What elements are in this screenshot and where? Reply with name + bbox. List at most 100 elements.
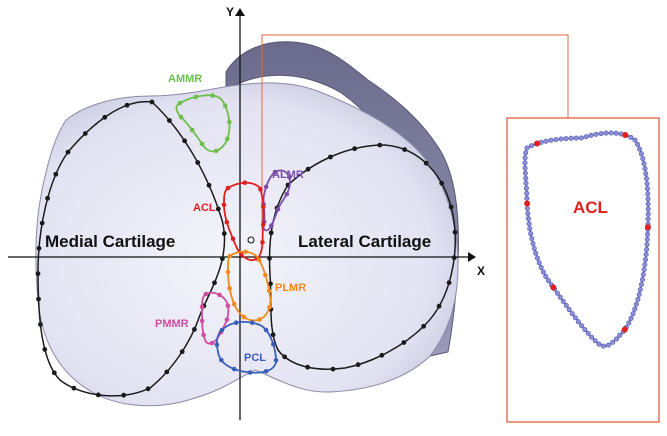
lateral-cartilage-outline	[267, 142, 458, 372]
acl-inset-point	[638, 282, 644, 288]
ammr-point	[222, 103, 228, 108]
acl-inset-point	[522, 160, 528, 166]
acl-inset-point	[524, 145, 530, 151]
pcl-point	[219, 357, 224, 363]
acl-inset-point	[645, 231, 651, 237]
acl-inset-point	[641, 161, 647, 167]
acl-label: ACL	[193, 202, 216, 214]
pmmr-point	[199, 318, 205, 324]
pcl-point	[249, 320, 255, 326]
pcl-points	[214, 320, 279, 375]
pcl-point	[233, 320, 239, 326]
acl-inset-point	[617, 332, 623, 338]
bone-surface	[35, 82, 459, 407]
acl-inset-point	[528, 231, 534, 237]
coordinate-axes: X Y	[8, 5, 485, 420]
ammr-point	[227, 119, 232, 125]
almr-contour	[262, 169, 291, 232]
pmmr-point	[201, 332, 206, 338]
acl-inset-point	[638, 151, 644, 157]
acl-inset-anchor-point	[644, 224, 651, 231]
medial-contour-point	[82, 131, 88, 136]
medial-contour-point	[38, 322, 43, 327]
lateral-contour-point	[452, 229, 458, 235]
acl-point	[239, 252, 244, 257]
acl-inset-point	[645, 196, 651, 202]
lateral-contour-point	[268, 281, 273, 287]
acl-inset-point	[603, 130, 609, 136]
acl-point	[230, 236, 236, 242]
almr-label: ALMR	[272, 169, 304, 181]
ammr-point	[213, 148, 219, 154]
acl-inset-point	[543, 273, 549, 279]
pcl-point	[263, 327, 269, 333]
acl-inset-label: ACL	[573, 198, 608, 217]
medial-contour-point	[42, 347, 48, 352]
acl-inset-point	[635, 296, 641, 302]
lateral-contour-point	[268, 230, 274, 236]
origin-marker	[247, 236, 255, 244]
pmmr-point	[199, 304, 205, 310]
pcl-point	[247, 370, 253, 375]
ammr-point	[199, 141, 205, 147]
acl-inset-point	[582, 327, 588, 333]
acl-point	[224, 219, 230, 225]
acl-inset-point	[630, 311, 636, 317]
medial-contour-point	[164, 369, 170, 375]
acl-inset-point	[642, 166, 648, 172]
acl-inset-point	[644, 181, 650, 187]
pcl-point	[232, 366, 237, 372]
ammr-point	[225, 136, 230, 142]
acl-inset-point	[553, 137, 559, 143]
pcl-point	[214, 342, 220, 348]
acl-inset: ACL	[506, 117, 660, 423]
acl-inset-point	[522, 170, 528, 176]
acl-inset-point	[644, 186, 650, 192]
acl-inset-point	[524, 190, 530, 196]
acl-inset-point	[605, 342, 611, 348]
ammr-outline	[175, 93, 232, 154]
pcl-label: PCL	[244, 352, 266, 364]
acl-inset-point	[640, 272, 646, 278]
acl-inset-point	[645, 216, 651, 222]
plmr-point	[227, 253, 233, 259]
acl-inset-point	[536, 260, 542, 266]
acl-inset-point	[635, 142, 641, 148]
ammr-point	[193, 94, 199, 100]
lateral-contour-point	[270, 332, 276, 338]
medial-contour-point	[51, 370, 57, 376]
medial-contour-point	[212, 280, 217, 286]
medial-contour-point	[36, 245, 42, 251]
acl-inset-points	[522, 130, 651, 349]
acl-inset-point	[592, 338, 598, 344]
medial-contour-point	[102, 114, 108, 120]
lateral-contour-point	[305, 364, 310, 370]
acl-inset-point	[642, 257, 648, 263]
y-axis-arrow	[235, 8, 245, 16]
plmr-point	[267, 304, 272, 310]
acl-inset-point	[522, 165, 528, 171]
acl-inset-point	[645, 201, 651, 207]
acl-inset-point	[637, 287, 643, 293]
plmr-outline	[225, 249, 272, 322]
lateral-contour-point	[328, 154, 333, 160]
acl-inset-point	[632, 306, 638, 312]
acl-point	[258, 186, 263, 192]
acl-inset-point	[641, 267, 647, 273]
acl-inset-point	[645, 211, 651, 217]
ammr-point	[178, 114, 184, 120]
acl-inset-point	[524, 206, 530, 212]
plmr-point	[256, 257, 262, 263]
lateral-contour-point	[330, 366, 336, 372]
acl-inset-point	[530, 241, 536, 247]
acl-inset-point	[523, 185, 529, 191]
medial-contour-point	[121, 392, 127, 398]
acl-inset-point	[593, 131, 599, 137]
acl-inset-point	[585, 330, 591, 336]
plmr-point	[227, 286, 232, 291]
acl-inset-point	[578, 135, 584, 141]
acl-inset-point	[531, 246, 537, 252]
lateral-contour-point	[439, 180, 445, 186]
medial-contour-point	[195, 160, 201, 165]
